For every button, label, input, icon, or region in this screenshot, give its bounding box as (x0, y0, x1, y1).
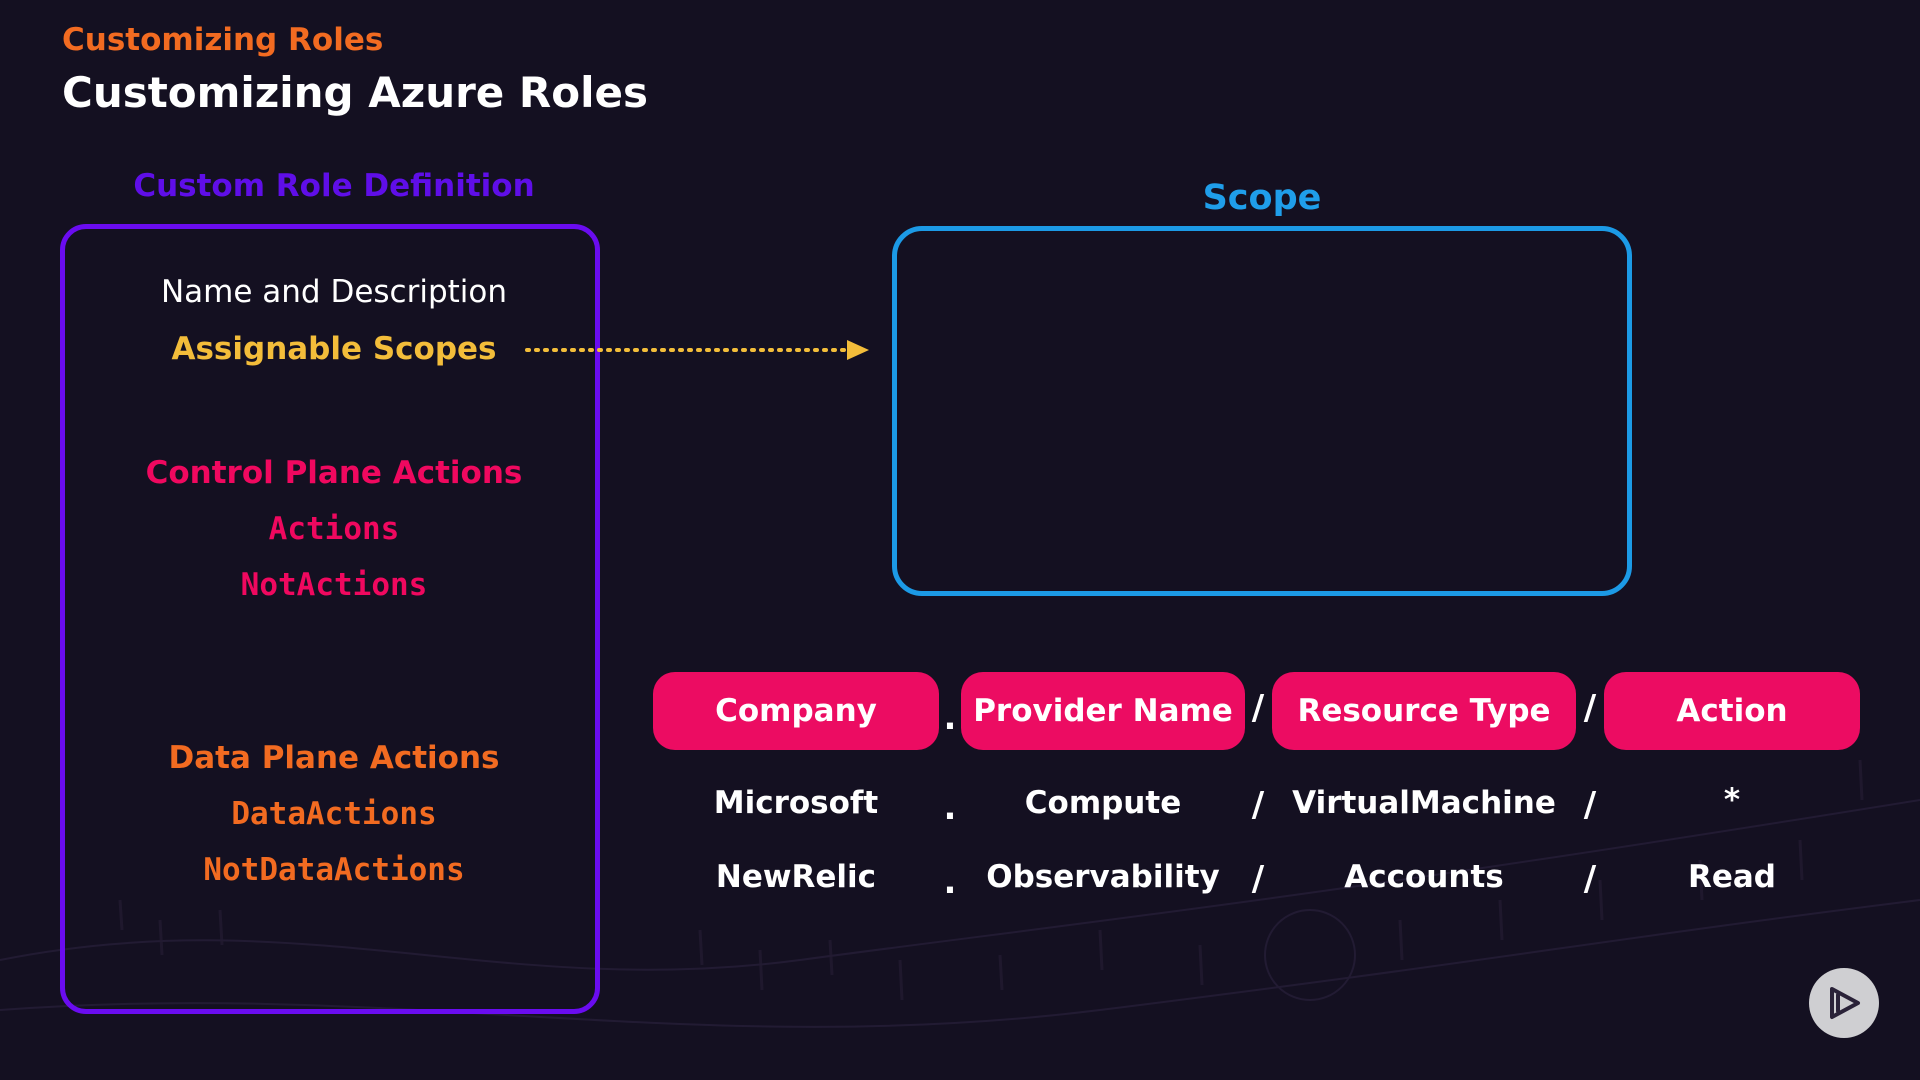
separator-slash: / (1251, 785, 1265, 825)
dataactions-label: DataActions (231, 796, 437, 832)
separator-slash: / (1583, 688, 1597, 728)
section-eyebrow: Customizing Roles (62, 22, 384, 58)
custom-role-title: Custom Role Definition (133, 168, 535, 204)
play-button[interactable] (1809, 968, 1879, 1038)
separator-slash: / (1583, 785, 1597, 825)
row2-provider: Observability (986, 859, 1220, 895)
scope-title: Scope (1202, 178, 1322, 218)
row2-action: Read (1687, 859, 1776, 895)
separator-dot: . (943, 862, 957, 902)
notdataactions-label: NotDataActions (203, 852, 465, 888)
separator-slash: / (1251, 859, 1265, 899)
action-pill: Action (1604, 672, 1860, 750)
assignable-scopes-label: Assignable Scopes (171, 331, 497, 367)
separator-dot: . (943, 698, 957, 738)
row1-company: Microsoft (713, 785, 879, 821)
dotted-arrow-icon (525, 340, 869, 360)
row2-company: NewRelic (715, 859, 877, 895)
row1-action: * (1723, 782, 1741, 818)
custom-role-box (60, 224, 600, 1014)
play-icon (1830, 987, 1860, 1019)
name-description-label: Name and Description (160, 274, 508, 310)
resource-type-pill: Resource Type (1272, 672, 1576, 750)
scope-box (892, 226, 1632, 596)
data-plane-heading: Data Plane Actions (168, 740, 500, 776)
row2-resource-type: Accounts (1344, 859, 1504, 895)
control-plane-heading: Control Plane Actions (145, 455, 523, 491)
separator-slash: / (1583, 859, 1597, 899)
separator-slash: / (1251, 688, 1265, 728)
company-pill: Company (653, 672, 939, 750)
row1-resource-type: VirtualMachine (1292, 785, 1556, 821)
page-title: Customizing Azure Roles (62, 68, 648, 117)
row1-provider: Compute (1024, 785, 1182, 821)
provider-name-pill: Provider Name (961, 672, 1245, 750)
actions-label: Actions (268, 511, 400, 547)
separator-dot: . (943, 788, 957, 828)
notactions-label: NotActions (240, 567, 428, 603)
